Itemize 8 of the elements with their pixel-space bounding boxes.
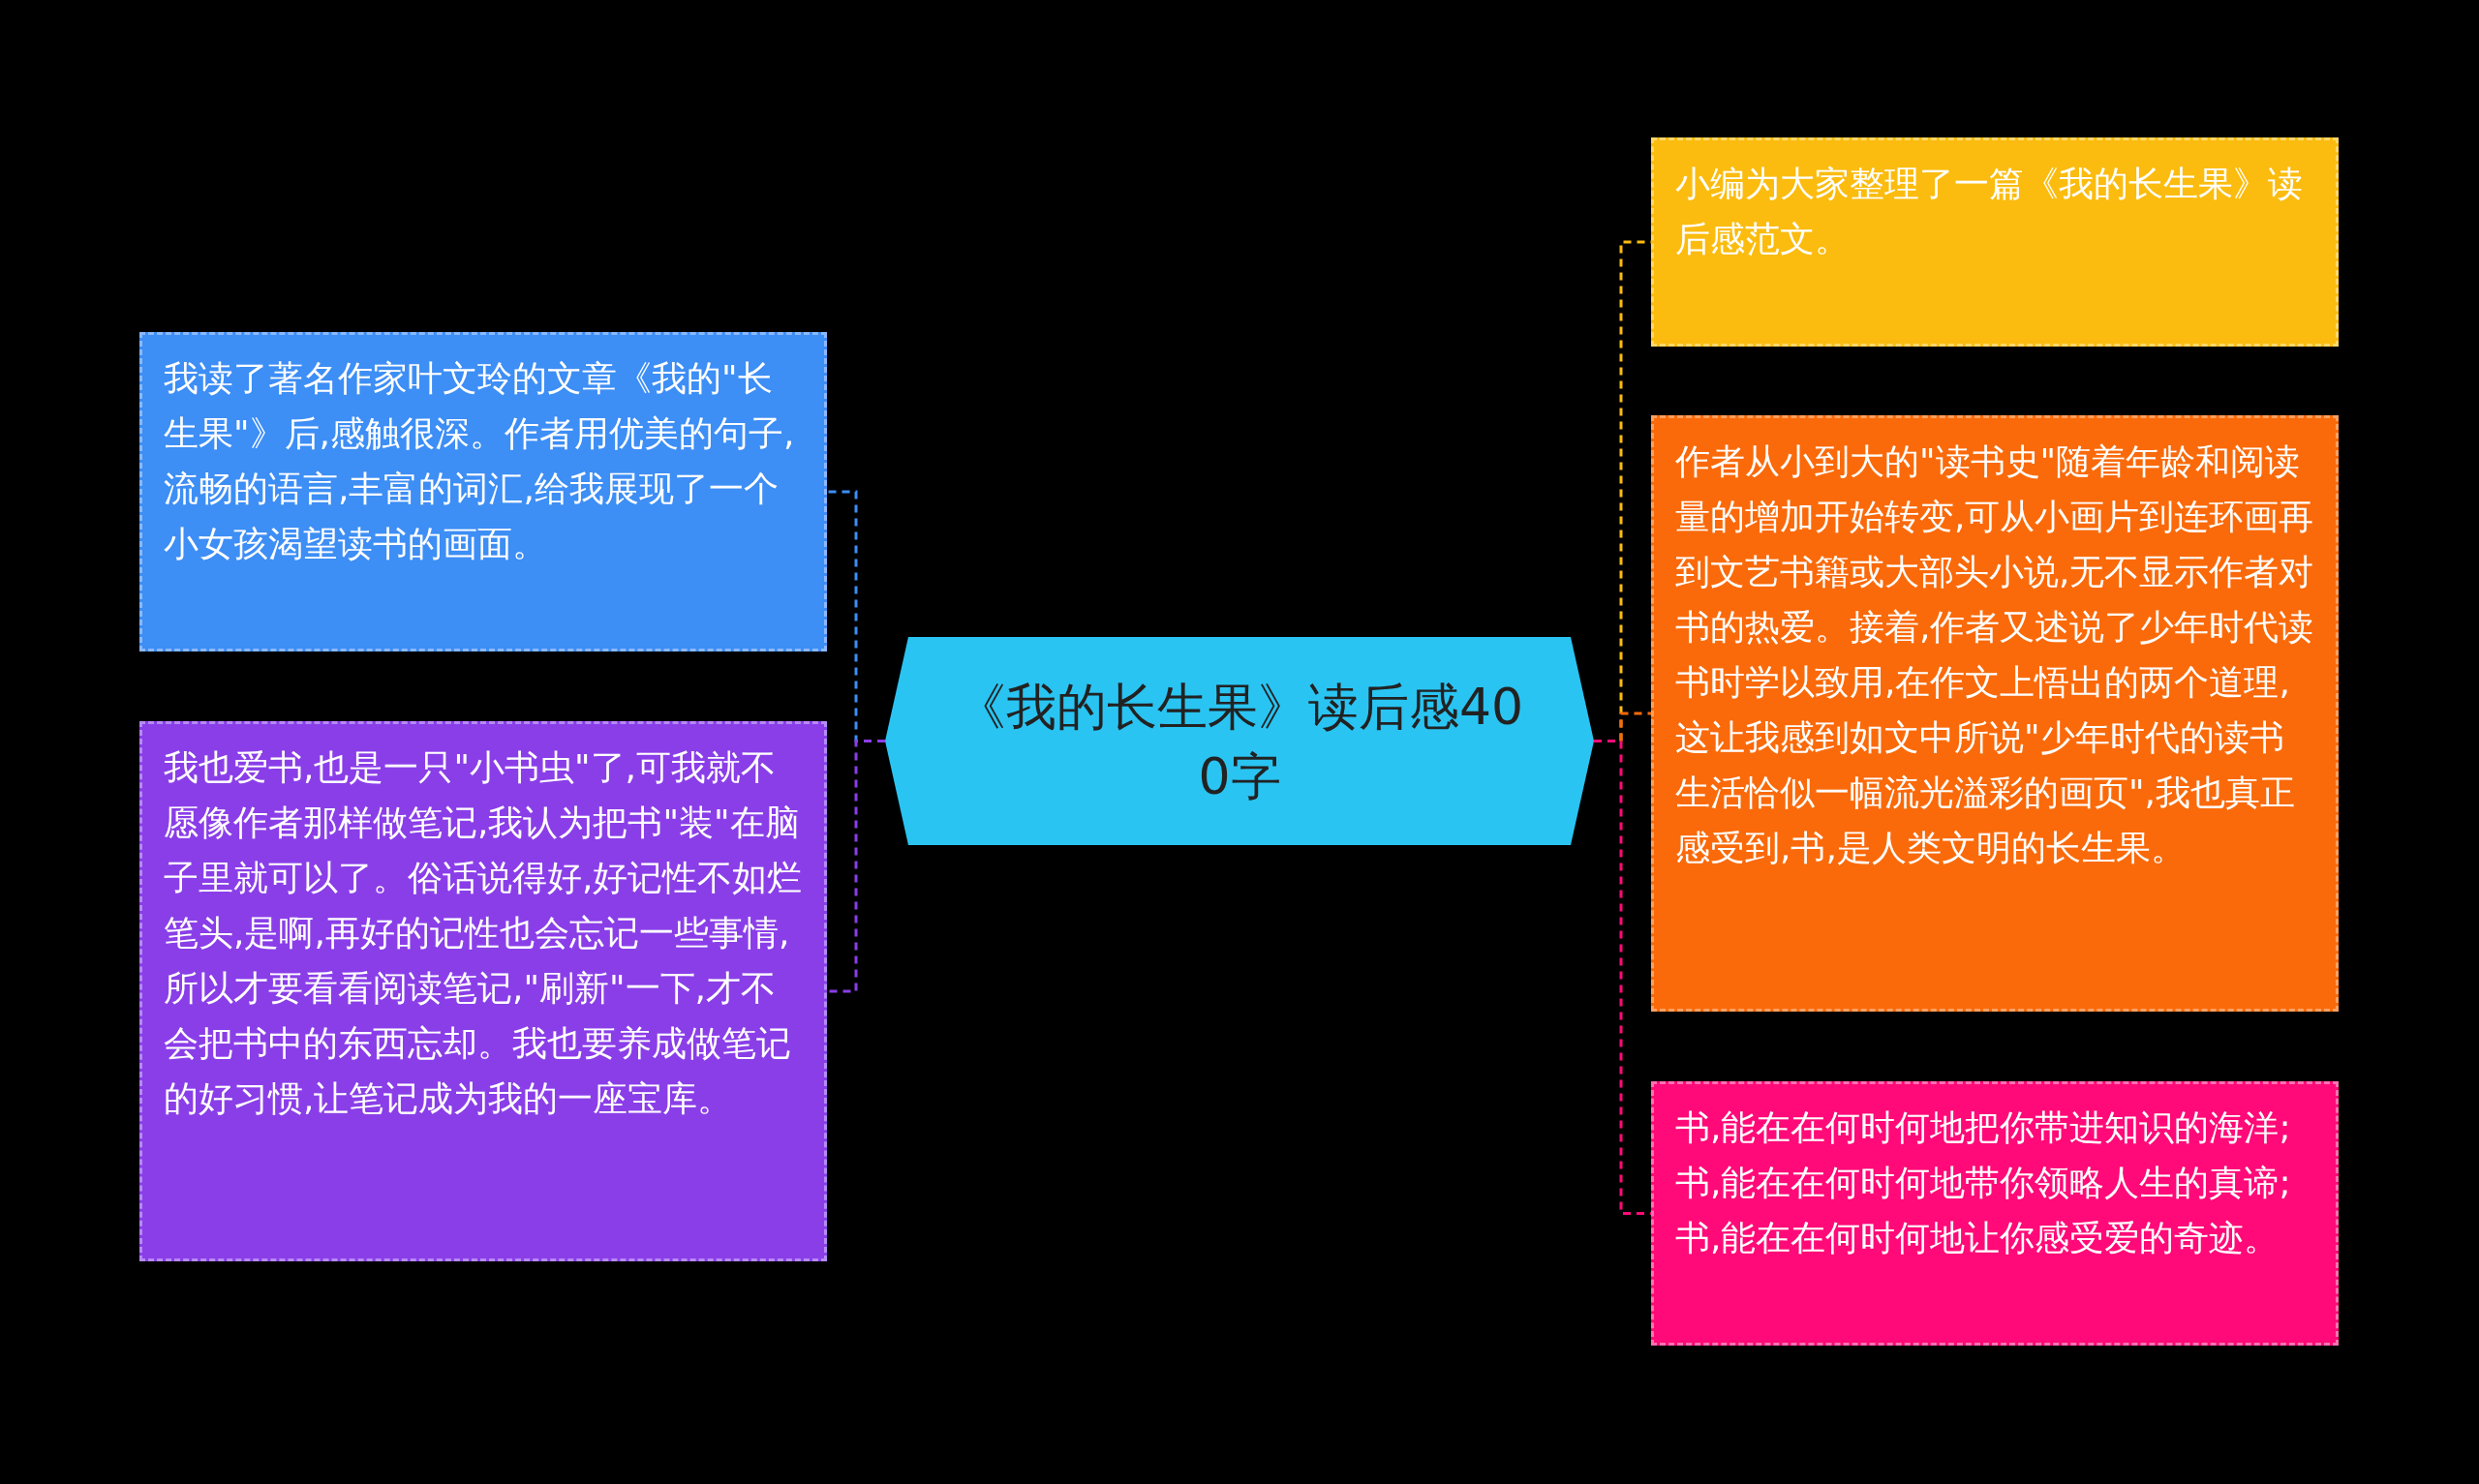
connector-line	[827, 740, 885, 993]
text-card: 我读了著名作家叶文玲的文章《我的"长生果"》后,感触很深。作者用优美的句子,流畅的语言,丰富的词汇,给我展现了一个小女孩渴望读书的画面。	[139, 332, 827, 651]
topic-hexagon	[885, 637, 1594, 845]
text-card: 作者从小到大的"读书史"随着年龄和阅读量的增加开始转变,可从小画片到连环画再到文艺书籍或大部头小说,无不显示作者对书的热爱。接着,作者又述说了少年时代读书时学以致用,在作文上悟出的两个道理,这让我感到如文中所说"少年时代的读书生活恰似一幅流光溢彩的画页",我也真正感受到,书,是人类文明的长生果。	[1651, 415, 2339, 1012]
text-card: 书,能在在何时何地把你带进知识的海洋;书,能在在何时何地带你领略人生的真谛;书,能在在何时何地让你感受爱的奇迹。	[1651, 1081, 2339, 1346]
text-card: 小编为大家整理了一篇《我的长生果》读后感范文。	[1651, 137, 2339, 347]
topic-title: 《我的长生果》读后感400字	[954, 676, 1525, 807]
text-card: 我也爱书,也是一只"小书虫"了,可我就不愿像作者那样做笔记,我认为把书"装"在脑子里就可以了。俗话说得好,好记性不如烂笔头,是啊,再好的记性也会忘记一些事情,所以才要看看阅读笔记,"刷新"一下,才不会把书中的东西忘却。我也要养成做笔记的好习惯,让笔记成为我的一座宝库。	[139, 721, 827, 1261]
